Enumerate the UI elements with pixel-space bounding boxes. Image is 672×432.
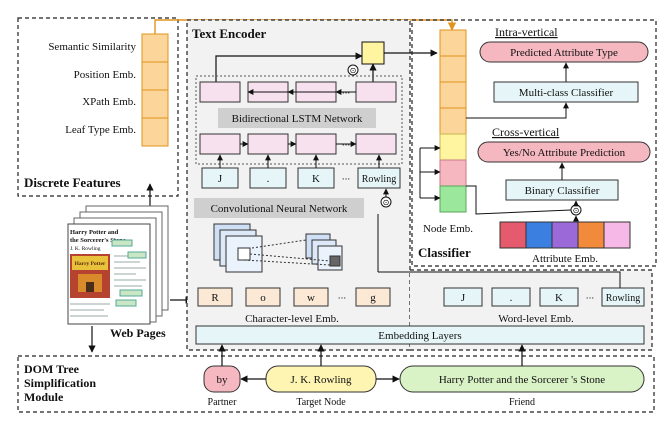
word-level-embeddings: J . K Rowling ··· Word-level Emb.	[443, 287, 645, 325]
text-encoder-title: Text Encoder	[192, 26, 266, 41]
token-row: J . K Rowling ···	[201, 154, 401, 189]
feature-maps	[213, 223, 343, 273]
dom-tree-title-line1: DOM Tree	[24, 362, 80, 376]
lstm-ellipsis-bottom: ···	[342, 141, 351, 151]
concat-symbol-top	[347, 64, 359, 76]
semantic-similarity-label: Semantic Similarity	[48, 41, 136, 53]
page-title-line2: the Sorcerer's Stone	[70, 237, 126, 244]
xpath-emb-label: XPath Emb.	[82, 96, 136, 108]
position-emb-label: Position Emb.	[74, 69, 137, 81]
word-emb-rowling: Rowling	[606, 293, 640, 304]
partner-value: by	[217, 374, 229, 386]
classifier-title: Classifier	[418, 245, 471, 260]
embedding-layers-bar	[195, 325, 645, 345]
dom-tree-panel: DOM Tree Simplification Module by Partne…	[17, 344, 655, 413]
yes-no-prediction-pill	[477, 141, 651, 163]
page-title-line1: Harry Potter and	[70, 229, 119, 236]
predicted-attribute-pill	[479, 41, 649, 63]
intra-vertical-label: Intra-vertical	[495, 25, 558, 39]
node-emb-label: Node Emb.	[423, 223, 473, 235]
char-emb-g: g	[370, 292, 376, 304]
page-author: J. K. Rowling	[70, 246, 101, 252]
word-emb-ellipsis: ···	[586, 294, 595, 304]
classifier-panel: Classifier Node Emb. Intra-vertical Pred…	[411, 19, 657, 267]
binary-classifier-label: Binary Classifier	[525, 185, 600, 197]
text-encoder-panel: Text Encoder ⊙ Bidirectional LSTM Networ…	[186, 19, 653, 351]
friend-value: Harry Potter and the Sorcerer 's Stone	[439, 374, 605, 386]
dom-tree-title-line3: Module	[24, 390, 64, 404]
token-k: K	[312, 173, 320, 185]
encoder-output-node	[361, 41, 385, 65]
discrete-feature-vector	[141, 33, 169, 147]
word-emb-k: K	[555, 292, 563, 304]
partner-label: Partner	[208, 397, 238, 408]
token-rowling: Rowling	[362, 174, 396, 185]
page-text-lines	[70, 255, 146, 317]
char-emb-w: w	[307, 292, 315, 304]
node-embedding-vector	[439, 29, 467, 213]
leaf-type-emb-label: Leaf Type Emb.	[65, 124, 136, 136]
embedding-layers-label: Embedding Layers	[378, 330, 461, 342]
word-emb-dot: .	[510, 292, 513, 304]
bilstm-network: Bidirectional LSTM Network ··· ···	[195, 75, 403, 165]
friend-label: Friend	[509, 397, 535, 408]
concat-symbol-classifier-glyph: ⊙	[573, 206, 580, 215]
target-label: Target Node	[296, 397, 346, 408]
lstm-left-output-arrow	[215, 52, 363, 82]
target-value: J. K. Rowling	[290, 374, 352, 386]
dom-tree-title-line2: Simplification	[24, 376, 96, 390]
attribute-emb-label: Attribute Emb.	[532, 253, 598, 265]
concat-symbol-cnn-glyph: ⊙	[383, 198, 390, 207]
book-cover-image: Harry Potter	[70, 254, 110, 298]
token-ellipsis: ···	[342, 175, 351, 185]
yes-no-prediction-label: Yes/No Attribute Prediction	[503, 147, 626, 159]
char-level-label: Character-level Emb.	[245, 313, 339, 325]
multi-class-classifier-label: Multi-class Classifier	[519, 87, 614, 99]
node-to-binary-line	[466, 185, 572, 215]
page-highlight-tags	[111, 239, 147, 307]
web-pages-label: Web Pages	[110, 326, 166, 340]
token-j: J	[218, 173, 223, 185]
char-emb-r: R	[211, 292, 219, 304]
web-pages-stack: Harry Potter and the Sorcerer's Stone J.…	[67, 205, 169, 340]
discrete-features-title: Discrete Features	[24, 175, 121, 190]
cross-vertical-label: Cross-vertical	[492, 125, 560, 139]
word-level-label: Word-level Emb.	[498, 313, 574, 325]
concat-symbol-top-glyph: ⊙	[350, 66, 357, 75]
discrete-features-panel: Semantic Similarity Position Emb. XPath …	[17, 17, 457, 197]
bilstm-label: Bidirectional LSTM Network	[232, 113, 363, 125]
char-level-embeddings: R o w g ··· Character-level Emb.	[197, 287, 391, 325]
cnn-label: Convolutional Neural Network	[211, 203, 348, 215]
node-to-multiclass-arrow	[466, 102, 569, 119]
predicted-attribute-label: Predicted Attribute Type	[510, 47, 618, 59]
attribute-embedding-vector	[499, 221, 631, 249]
char-emb-o: o	[260, 292, 266, 304]
cnn-block: Convolutional Neural Network ⊙	[194, 188, 621, 290]
word-emb-j: J	[461, 292, 466, 304]
lstm-ellipsis-top: ···	[342, 89, 351, 99]
token-dot: .	[267, 173, 270, 185]
cover-title: Harry Potter	[75, 261, 106, 267]
char-emb-ellipsis: ···	[338, 294, 347, 304]
